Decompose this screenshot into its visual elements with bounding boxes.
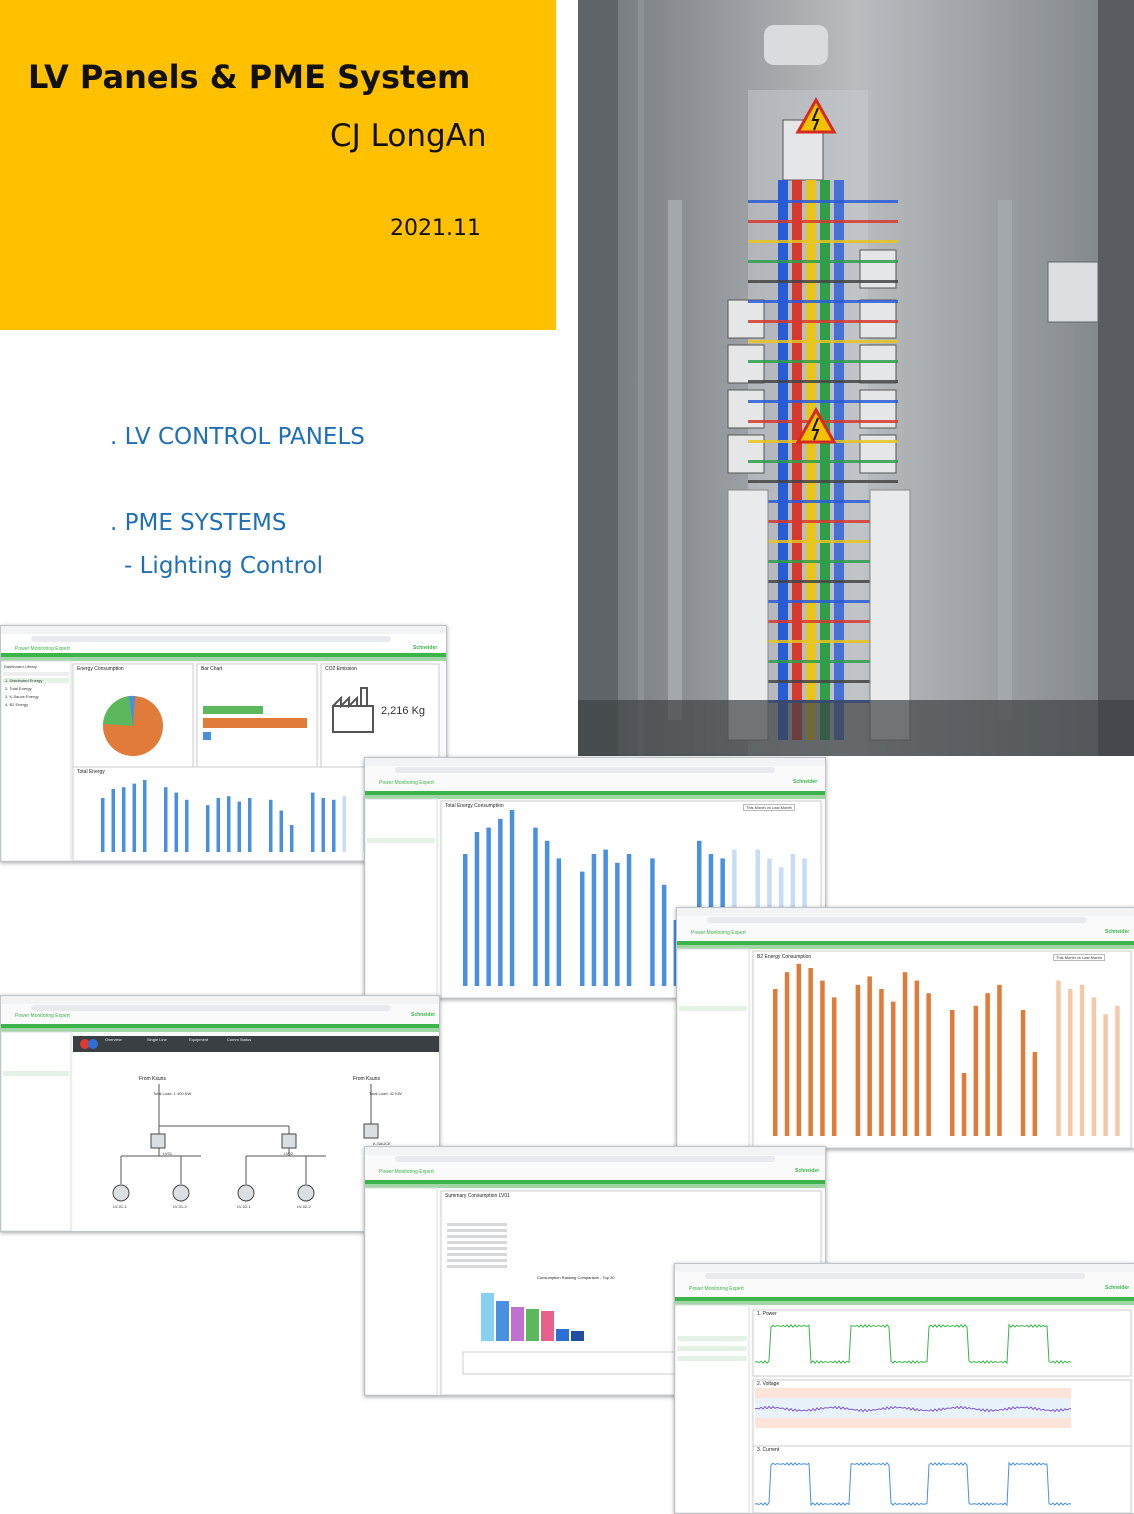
- from-ksuns-1: From Ksuns: [139, 1076, 166, 1082]
- lv-01-2-label[interactable]: LV-01-2: [173, 1204, 187, 1209]
- tab-single-line[interactable]: Single Line: [147, 1037, 167, 1042]
- b2-range-select[interactable]: This Month vs Last Month: [1053, 954, 1105, 961]
- tab-overview[interactable]: Overview: [105, 1037, 122, 1042]
- brand-logo-6: Schneider: [1105, 1285, 1130, 1291]
- range-select[interactable]: This Month vs Last Month: [743, 804, 795, 811]
- warning-sign-icon: [795, 96, 837, 444]
- library-item-b2[interactable]: 4. B2 Energy: [5, 702, 29, 707]
- bullet-pme-systems: . PME SYSTEMS: [110, 510, 287, 536]
- pme-trends-screenshot: 1. Power 2. Voltage 3. Current Power Mon…: [674, 1263, 1134, 1514]
- total-energy-title: Total Energy Consumption: [445, 803, 504, 809]
- pme-total-energy-screenshot: Total Energy Consumption This Month vs L…: [364, 757, 826, 999]
- ksauce-label[interactable]: K-SAUCE: [373, 1141, 391, 1146]
- trend-voltage-title: 2. Voltage: [757, 1381, 780, 1387]
- lv-02-2-label[interactable]: LV-02-2: [297, 1204, 311, 1209]
- total-load-1: Total Load: 1 400 KW: [153, 1091, 192, 1096]
- lv-02-1-label[interactable]: LV-02-1: [237, 1204, 251, 1209]
- lv01-label[interactable]: LV01: [163, 1151, 173, 1156]
- library-item-ksauce[interactable]: 3. K-Sauce Energy: [5, 694, 39, 699]
- trend-power-title: 1. Power: [757, 1311, 777, 1317]
- b2-energy-title: B2 Energy Consumption: [757, 954, 812, 960]
- app-name-5: Power Monitoring Expert: [379, 1169, 434, 1175]
- library-item-distributed[interactable]: 1. Distributed Energy: [5, 678, 43, 683]
- slide-subtitle: CJ LongAn: [330, 118, 487, 154]
- title-box: LV Panels & PME System CJ LongAn 2021.11: [0, 0, 556, 330]
- report-title: Summary Consumption LV01: [445, 1193, 510, 1199]
- slide-title: LV Panels & PME System: [28, 58, 471, 96]
- brand-logo-3: Schneider: [1105, 929, 1130, 935]
- bullet-lighting-control: - Lighting Control: [124, 553, 324, 579]
- widget-bar-chart: Bar Chart: [201, 666, 223, 672]
- slide-date: 2021.11: [390, 216, 481, 241]
- trend-current-title: 3. Current: [757, 1447, 780, 1453]
- pme-b2-energy-screenshot: B2 Energy Consumption This Month vs Last…: [676, 907, 1134, 1149]
- total-load-2: Total Load: 42 KW: [369, 1091, 402, 1096]
- lv-01-1-label[interactable]: LV-01-1: [113, 1204, 127, 1209]
- dashboard-library-title: Dashboard Library: [4, 664, 37, 669]
- bullet-lv-control-panels: . LV CONTROL PANELS: [110, 424, 365, 450]
- brand-logo-5: Schneider: [795, 1168, 820, 1174]
- brand-logo: Schneider: [413, 645, 438, 651]
- widget-total-energy: Total Energy: [77, 769, 105, 775]
- electrical-cabinet-photo: [578, 0, 1134, 770]
- tab-equipment[interactable]: Equipment: [189, 1037, 209, 1042]
- widget-energy-consumption: Energy Consumption: [77, 666, 124, 672]
- brand-logo-4: Schneider: [411, 1012, 436, 1018]
- ranking-chart-title: Consumption Ranking Comparison - Top 20: [537, 1275, 615, 1280]
- from-ksuns-2: From Ksuns: [353, 1076, 380, 1082]
- lv02-label[interactable]: LV02: [284, 1151, 294, 1156]
- app-name-6: Power Monitoring Expert: [689, 1286, 744, 1292]
- app-name-4: Power Monitoring Expert: [15, 1013, 70, 1019]
- co2-value: 2,216 Kg: [381, 705, 426, 717]
- tab-comm-status[interactable]: Comm Status: [227, 1037, 252, 1042]
- widget-co2-emission: CO2 Emission: [325, 666, 357, 672]
- factory-icon: [332, 687, 374, 733]
- brand-logo-2: Schneider: [793, 779, 818, 785]
- app-name: Power Monitoring Expert: [15, 646, 70, 652]
- app-name-3: Power Monitoring Expert: [691, 930, 746, 936]
- app-name-2: Power Monitoring Expert: [379, 780, 434, 786]
- library-item-total[interactable]: 2. Total Energy: [5, 686, 32, 691]
